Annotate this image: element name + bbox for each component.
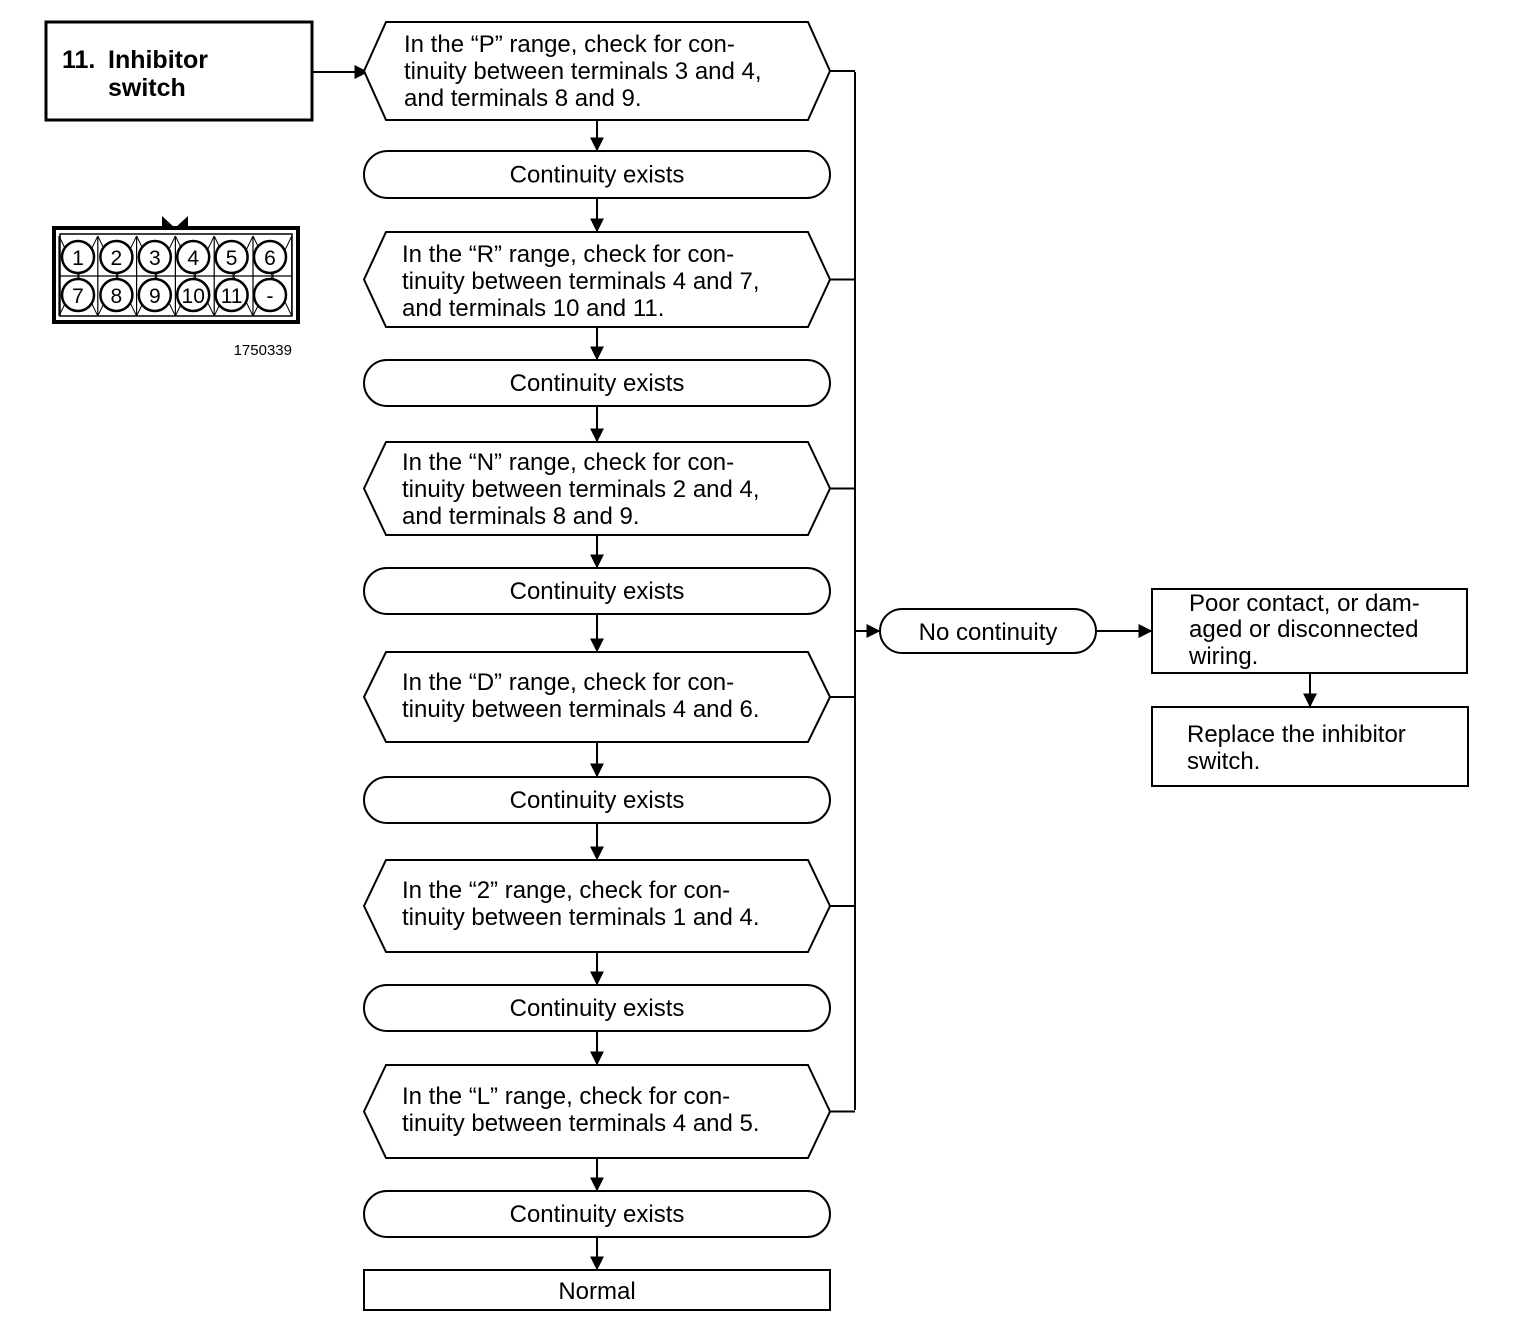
no-continuity-collector: [830, 70, 856, 1113]
check-step-text-line: tinuity between terminals 2 and 4,: [402, 476, 760, 503]
check-step-d-range: In the “D” range, check for con-tinuity …: [362, 651, 832, 743]
check-step-text-line: In the “P” range, check for con-: [404, 31, 735, 58]
title-line-2: switch: [108, 74, 186, 102]
check-step-text-line: In the “L” range, check for con-: [402, 1083, 730, 1110]
connector-pin-label: -: [267, 285, 274, 308]
cause-line-2: aged or disconnected: [1189, 616, 1419, 643]
connector-pin-label: 11: [221, 285, 243, 308]
remedy-box: Replace the inhibitor switch.: [1151, 706, 1469, 787]
cause-line-1: Poor contact, or dam-: [1189, 590, 1420, 617]
part-number: 1750339: [234, 342, 292, 359]
remedy-line-1: Replace the inhibitor: [1187, 721, 1406, 748]
connector-pin-label: 9: [149, 285, 161, 308]
check-step-text-line: tinuity between terminals 4 and 7,: [402, 268, 760, 295]
check-steps: In the “P” range, check for con-tinuity …: [362, 21, 832, 1159]
check-step-text-line: In the “N” range, check for con-: [402, 449, 734, 476]
continuity-exists-node: Continuity exists: [363, 150, 831, 199]
continuity-exists-node: Continuity exists: [363, 1190, 831, 1238]
connector-pin-label: 7: [72, 285, 84, 308]
check-step-text-line: tinuity between terminals 1 and 4.: [402, 904, 760, 931]
title-number: 11.: [62, 46, 95, 74]
connector-pin: 9: [137, 277, 173, 313]
check-step-text-line: In the “2” range, check for con-: [402, 877, 730, 904]
check-step-text-line: tinuity between terminals 4 and 6.: [402, 696, 760, 723]
check-step-text-line: and terminals 10 and 11.: [402, 295, 664, 322]
check-step-text-line: tinuity between terminals 3 and 4,: [404, 58, 762, 85]
normal-label: Normal: [558, 1278, 635, 1305]
no-continuity-label: No continuity: [919, 619, 1058, 646]
continuity-exists-node: Continuity exists: [363, 567, 831, 615]
continuity-exists-label: Continuity exists: [510, 995, 685, 1022]
connector-pin: 3: [137, 239, 173, 275]
connector-diagram: 1 2 3 4 5 6 7 8 9 10 11 - 1750339: [52, 216, 300, 359]
check-step-text-line: and terminals 8 and 9.: [402, 503, 639, 530]
check-step-text-line: In the “R” range, check for con-: [402, 241, 734, 268]
check-step-2-range: In the “2” range, check for con-tinuity …: [362, 859, 832, 953]
connector-pins: 1 2 3 4 5 6 7 8 9 10 11 -: [60, 239, 288, 313]
connector-pin-label: 10: [182, 285, 205, 308]
connector-pin: 11: [214, 277, 249, 313]
title-line-1: Inhibitor: [108, 46, 208, 74]
connector-pin: 2: [99, 239, 134, 275]
connector-pin: 5: [214, 239, 249, 275]
continuity-exists-label: Continuity exists: [510, 578, 685, 605]
connector-pin: 1: [60, 239, 96, 275]
check-step-n-range: In the “N” range, check for con-tinuity …: [362, 441, 832, 536]
connector-pin-label: 8: [111, 285, 123, 308]
connector-pin-label: 1: [72, 247, 84, 270]
check-step-r-range: In the “R” range, check for con-tinuity …: [362, 231, 832, 328]
title-box: 11. Inhibitor switch: [44, 20, 314, 122]
connector-pin: 10: [175, 277, 211, 313]
cause-box: Poor contact, or dam- aged or disconnect…: [1151, 588, 1468, 674]
connector-pin: 6: [252, 239, 288, 275]
continuity-exists-node: Continuity exists: [363, 984, 831, 1032]
check-step-l-range: In the “L” range, check for con-tinuity …: [362, 1064, 832, 1159]
connector-pin-label: 4: [187, 247, 199, 270]
check-step-text-line: tinuity between terminals 4 and 5.: [402, 1110, 760, 1137]
connector-pin-label: 6: [264, 247, 276, 270]
connector-pin-label: 3: [149, 247, 161, 270]
cause-line-3: wiring.: [1188, 643, 1258, 670]
check-step-p-range: In the “P” range, check for con-tinuity …: [362, 21, 832, 121]
no-continuity-node: No continuity: [879, 608, 1097, 654]
connector-pin: -: [252, 277, 288, 313]
connector-pin-label: 2: [111, 247, 123, 270]
continuity-exists-node: Continuity exists: [363, 776, 831, 824]
connector-pin-label: 5: [226, 247, 238, 270]
continuity-exists-label: Continuity exists: [510, 162, 685, 189]
connector-pin: 8: [99, 277, 134, 313]
check-step-text-line: and terminals 8 and 9.: [404, 85, 641, 112]
normal-result: Normal: [363, 1269, 831, 1311]
continuity-exists-label: Continuity exists: [510, 1201, 685, 1228]
remedy-line-2: switch.: [1187, 748, 1260, 775]
check-step-text-line: In the “D” range, check for con-: [402, 669, 734, 696]
continuity-exists-label: Continuity exists: [510, 370, 685, 397]
continuity-exists-node: Continuity exists: [363, 359, 831, 407]
connector-pin: 4: [175, 239, 211, 275]
connector-pin: 7: [60, 277, 96, 313]
continuity-exists-label: Continuity exists: [510, 787, 685, 814]
